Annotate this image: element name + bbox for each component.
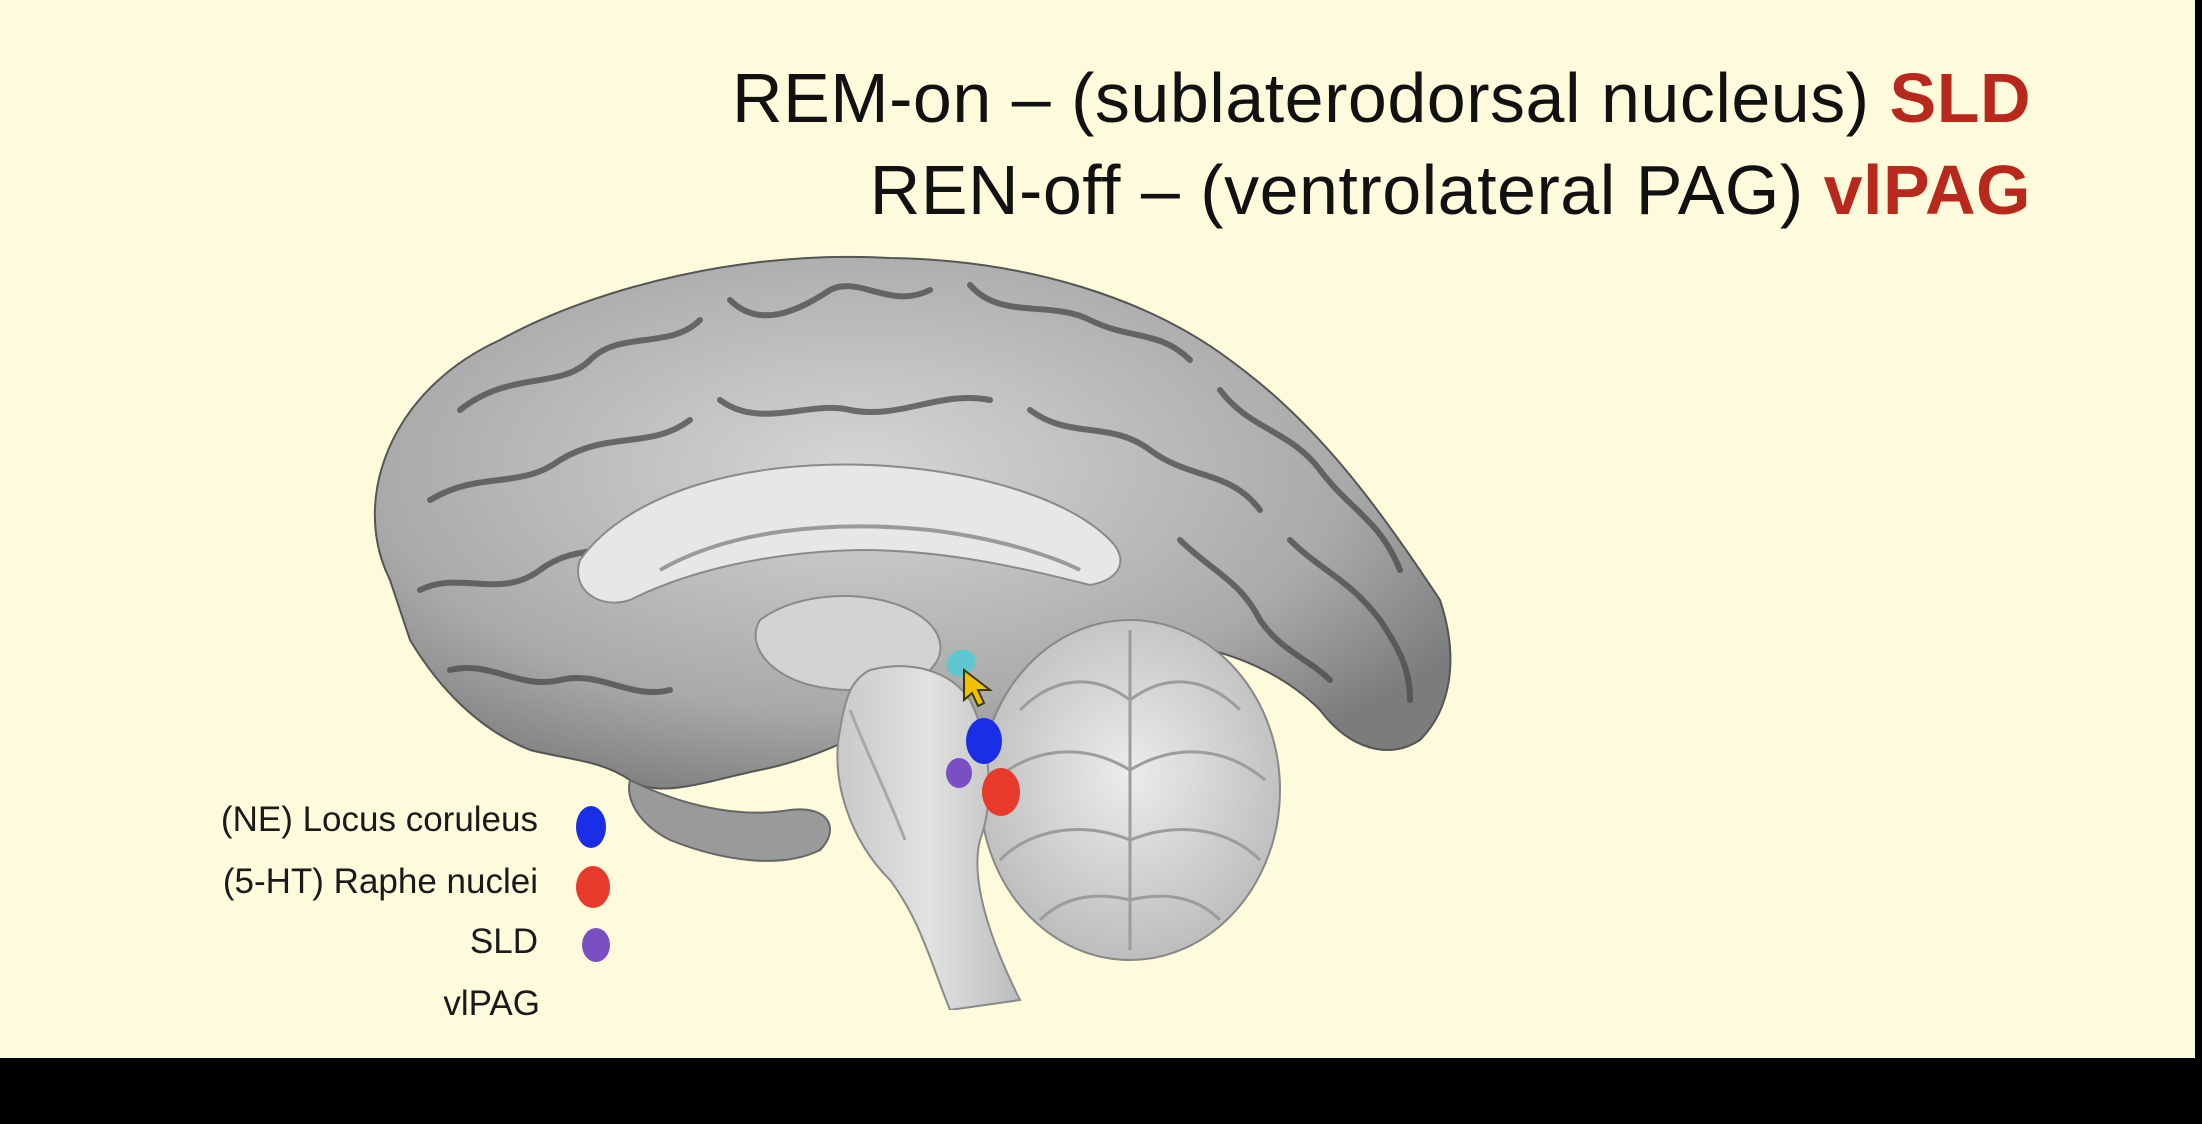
title-line-rem-on: REM-on – (sublaterodorsal nucleus) SLD bbox=[732, 58, 2031, 138]
title-line-rem-off-text: REN-off – (ventrolateral PAG) bbox=[869, 151, 1824, 229]
legend-label-locus-coeruleus: (NE) Locus coruleus bbox=[220, 800, 538, 839]
legend-dot-locus-coeruleus bbox=[576, 806, 606, 848]
legend-dot-sld bbox=[582, 928, 610, 962]
cerebellum bbox=[979, 619, 1281, 961]
mouse-cursor-icon bbox=[963, 668, 993, 708]
title-accent-sld: SLD bbox=[1889, 59, 2031, 137]
title-line-rem-off: REN-off – (ventrolateral PAG) vlPAG bbox=[870, 150, 2031, 230]
title-accent-vlpag: vlPAG bbox=[1823, 151, 2031, 229]
locus-coeruleus-marker bbox=[966, 718, 1002, 764]
legend-label-raphe-nuclei: (5-HT) Raphe nuclei bbox=[222, 862, 538, 901]
temporal-lobe bbox=[628, 778, 831, 862]
video-letterbox bbox=[0, 1058, 2202, 1124]
sld-marker bbox=[946, 758, 972, 788]
legend-dot-raphe-nuclei bbox=[576, 866, 610, 908]
corpus-callosum bbox=[577, 463, 1122, 604]
title-line-rem-on-text: REM-on – (sublaterodorsal nucleus) bbox=[732, 59, 1890, 137]
legend-label-sld: SLD bbox=[469, 922, 538, 961]
raphe-nuclei-marker bbox=[982, 768, 1020, 816]
brain-sagittal-image bbox=[330, 240, 1460, 1010]
legend-label-vlpag: vlPAG bbox=[443, 984, 540, 1023]
slide: REM-on – (sublaterodorsal nucleus) SLD R… bbox=[0, 0, 2195, 1058]
